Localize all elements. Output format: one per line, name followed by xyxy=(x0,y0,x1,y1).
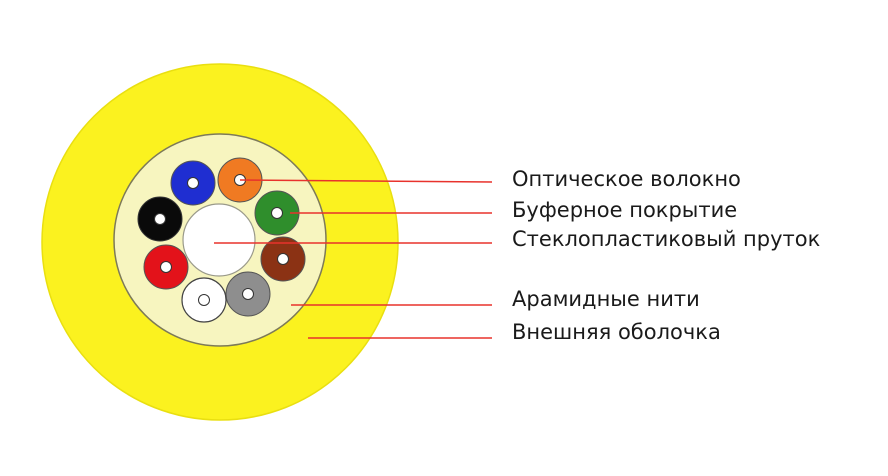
label-aramid-threads: Арамидные нити xyxy=(512,287,700,311)
central-rod xyxy=(182,203,256,277)
leader-line-optical-fiber xyxy=(239,179,493,183)
fiber-brown xyxy=(260,236,306,282)
fiber-white xyxy=(181,277,227,323)
fiber-core-black xyxy=(154,213,166,225)
fiber-blue xyxy=(170,160,216,206)
fiber-red xyxy=(143,244,189,290)
label-buffer-coating: Буферное покрытие xyxy=(512,198,737,222)
fiber-core-green xyxy=(271,207,283,219)
label-fiberglass-rod: Стеклопластиковый пруток xyxy=(512,227,820,251)
fiber-core-gray xyxy=(242,288,254,300)
fiber-core-blue xyxy=(187,177,199,189)
fiber-core-red xyxy=(160,261,172,273)
fiber-core-brown xyxy=(277,253,289,265)
fiber-core-white xyxy=(198,294,210,306)
fiber-green xyxy=(254,190,300,236)
label-outer-sheath: Внешняя оболочка xyxy=(512,320,721,344)
label-optical-fiber: Оптическое волокно xyxy=(512,167,741,191)
fiber-gray xyxy=(225,271,271,317)
fiber-black xyxy=(137,196,183,242)
